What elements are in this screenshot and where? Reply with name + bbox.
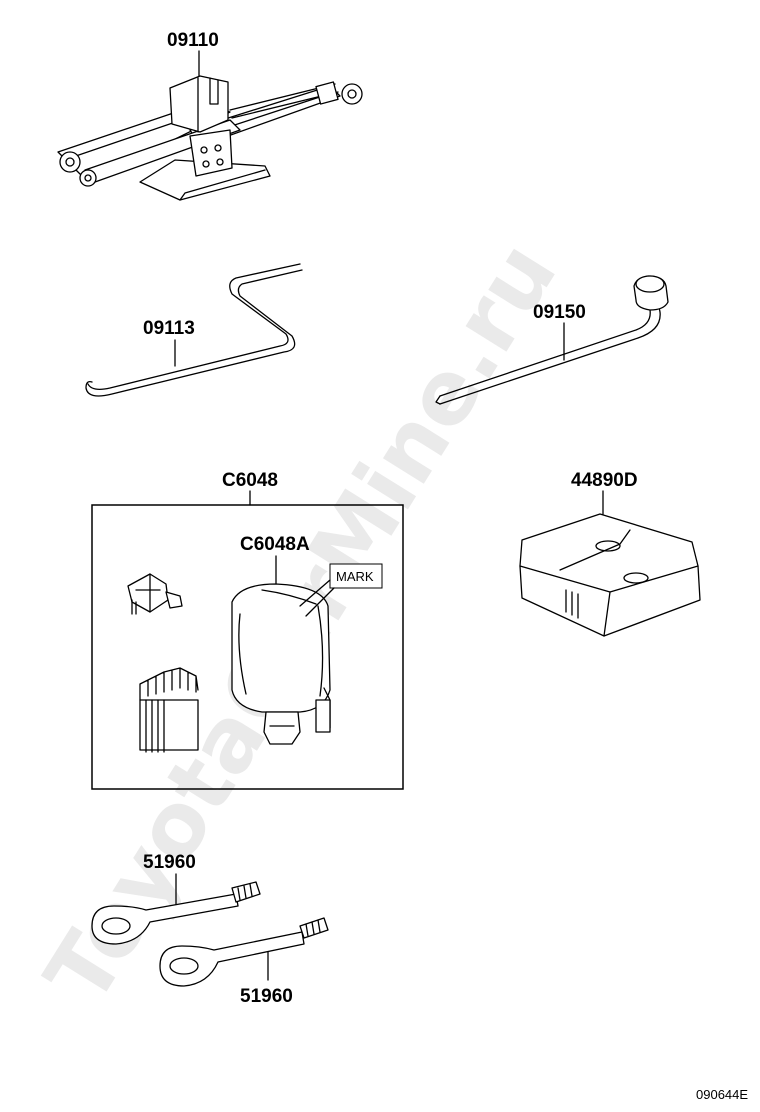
jack-illustration: 09110 xyxy=(57,30,363,201)
towing-eye-illustration-1: 51960 xyxy=(91,852,261,945)
label-mark: MARK xyxy=(336,569,374,584)
kit-box-frame xyxy=(91,504,404,790)
repair-kit-box: C6048 C6048A MARK xyxy=(91,470,404,790)
label-tool-bag: 44890D xyxy=(571,470,638,491)
label-kit-bottle: C6048A xyxy=(240,534,310,555)
valve-tool-icon xyxy=(127,573,183,615)
sticker-stack-icon xyxy=(139,667,199,753)
label-towing-eye-2: 51960 xyxy=(240,986,293,1007)
label-jack: 09110 xyxy=(167,30,219,51)
figure-id: 090644E xyxy=(696,1087,748,1102)
mark-callout-box xyxy=(329,563,383,589)
label-jack-handle: 09113 xyxy=(143,318,195,339)
towing-eye-illustration-2: 51960 xyxy=(159,917,329,1007)
jack-handle-illustration: 09113 xyxy=(85,263,303,397)
label-lug-wrench: 09150 xyxy=(533,302,586,323)
tool-bag-illustration: 44890D xyxy=(519,470,701,637)
label-towing-eye-1: 51960 xyxy=(143,852,196,873)
label-kit: C6048 xyxy=(222,470,278,491)
lug-wrench-illustration: 09150 xyxy=(435,275,669,405)
